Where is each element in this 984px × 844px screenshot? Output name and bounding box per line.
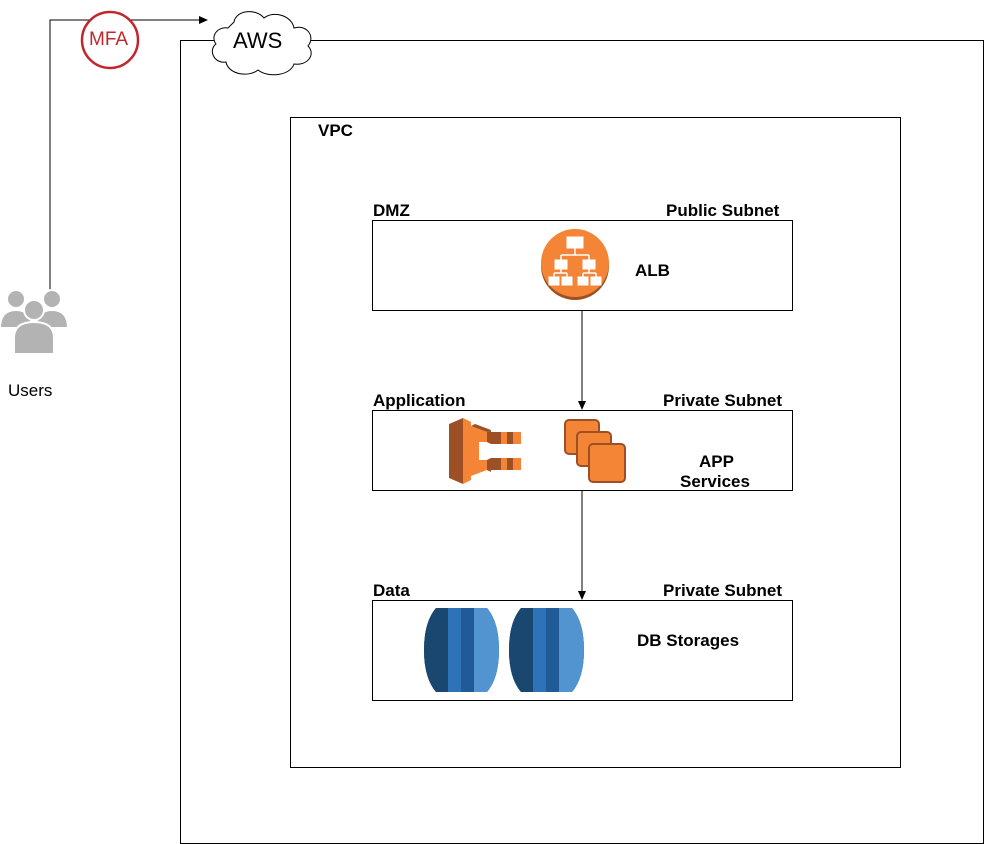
db-storages-label: DB Storages — [637, 631, 740, 650]
public-subnet-label: Public Subnet — [666, 201, 780, 220]
aws-label: AWS — [233, 28, 283, 53]
mfa-icon — [80, 10, 140, 70]
vpc-boundary — [290, 117, 901, 768]
services-label: Services — [680, 472, 750, 491]
private-subnet-data-label: Private Subnet — [663, 581, 783, 600]
ecs-icon — [449, 418, 521, 484]
dmz-label: DMZ — [373, 201, 410, 220]
rds-database-icon — [424, 608, 499, 692]
aws-cloud-icon — [211, 11, 312, 76]
rds-database-icon — [509, 608, 584, 692]
data-label: Data — [373, 581, 410, 600]
vpc-label: VPC — [318, 121, 353, 140]
application-subnet-box — [372, 410, 793, 491]
data-subnet-box — [372, 600, 793, 701]
app-label: APP — [699, 452, 734, 471]
alb-label: ALB — [635, 261, 670, 280]
ec2-instances-icon — [564, 419, 626, 483]
load-balancer-icon — [541, 229, 609, 300]
mfa-label: MFA — [89, 29, 129, 50]
private-subnet-app-label: Private Subnet — [663, 391, 783, 410]
users-icon — [0, 289, 70, 355]
users-label: Users — [8, 381, 53, 400]
dmz-subnet-box — [372, 220, 793, 311]
application-label: Application — [373, 391, 466, 410]
